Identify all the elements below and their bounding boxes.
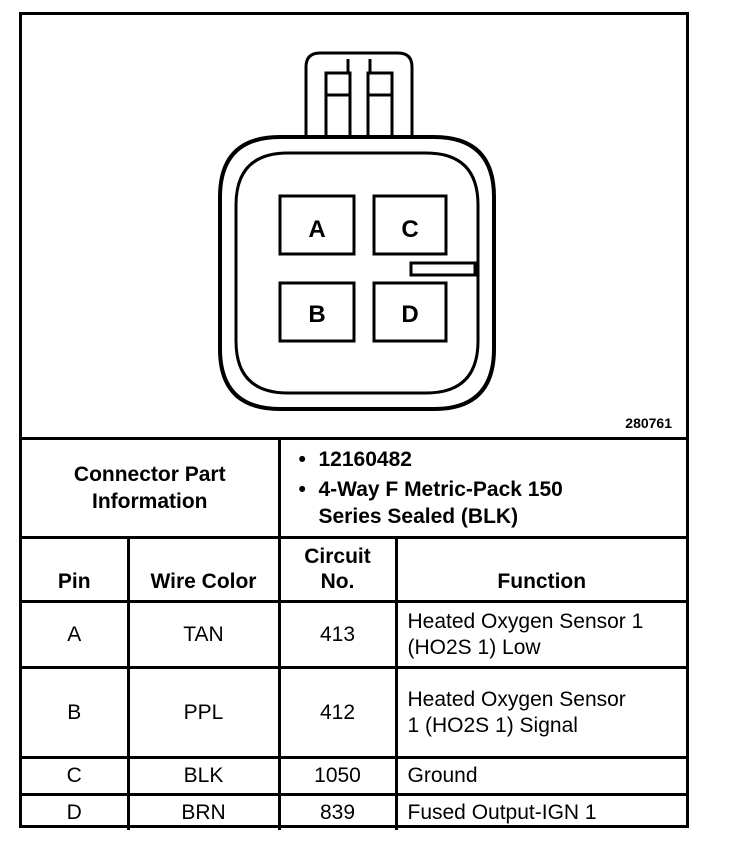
pin-label-d: D bbox=[401, 301, 418, 328]
table-header-row: Pin Wire Color Circuit No. Function bbox=[22, 536, 686, 603]
pin-cavity-c: C bbox=[372, 194, 448, 256]
pin-label-a: A bbox=[308, 216, 325, 243]
cell-pin: C bbox=[22, 756, 130, 796]
cell-circuit-no: 412 bbox=[277, 666, 398, 759]
connector-key-slot bbox=[409, 261, 477, 277]
pin-cavity-b: B bbox=[278, 281, 356, 343]
cell-circuit-no: 839 bbox=[277, 793, 398, 830]
connector-info-row: Connector Part Information 12160482 4-Wa… bbox=[22, 437, 687, 539]
cell-pin: D bbox=[22, 793, 130, 830]
table-row: D BRN 839 Fused Output-IGN 1 bbox=[22, 793, 686, 830]
pin-cavity-a: A bbox=[278, 194, 356, 256]
cell-wire-color: BRN bbox=[126, 793, 281, 830]
connector-part-description: 4-Way F Metric-Pack 150 Series Sealed (B… bbox=[299, 476, 609, 530]
connector-pin-table: Connector Part Information 12160482 4-Wa… bbox=[22, 437, 686, 830]
cell-wire-color: TAN bbox=[126, 600, 281, 669]
pin-cavity-d: D bbox=[372, 281, 448, 343]
cell-function: Heated Oxygen Sensor 1 (HO2S 1) Low bbox=[394, 600, 686, 669]
connector-part-info-label: Connector Part Information bbox=[22, 437, 281, 539]
pin-label-b: B bbox=[308, 301, 325, 328]
cell-function: Heated Oxygen Sensor 1 (HO2S 1) Signal bbox=[394, 666, 686, 759]
cell-wire-color: BLK bbox=[126, 756, 281, 796]
table-row: B PPL 412 Heated Oxygen Sensor 1 (HO2S 1… bbox=[22, 666, 686, 759]
table-row: C BLK 1050 Ground bbox=[22, 756, 686, 796]
header-pin: Pin bbox=[22, 536, 130, 603]
connector-latch bbox=[304, 51, 414, 139]
cell-circuit-no: 413 bbox=[277, 600, 398, 669]
header-wire-color: Wire Color bbox=[126, 536, 281, 603]
cell-circuit-no: 1050 bbox=[277, 756, 398, 796]
connector-drawing: A C B D bbox=[218, 51, 496, 411]
connector-diagram: A C B D 280761 bbox=[22, 15, 686, 437]
header-function: Function bbox=[394, 536, 686, 603]
table-row: A TAN 413 Heated Oxygen Sensor 1 (HO2S 1… bbox=[22, 600, 686, 669]
connector-part-info-list: 12160482 4-Way F Metric-Pack 150 Series … bbox=[277, 437, 687, 539]
diagram-reference-number: 280761 bbox=[625, 415, 672, 431]
cell-function: Fused Output-IGN 1 bbox=[394, 793, 686, 830]
header-circuit-no: Circuit No. bbox=[277, 536, 398, 603]
cell-pin: A bbox=[22, 600, 130, 669]
cell-pin: B bbox=[22, 666, 130, 759]
connector-sheet: A C B D 280761 Connector P bbox=[19, 12, 689, 830]
cell-wire-color: PPL bbox=[126, 666, 281, 759]
cell-function: Ground bbox=[394, 756, 686, 796]
connector-part-number: 12160482 bbox=[299, 446, 687, 473]
pin-label-c: C bbox=[401, 216, 418, 243]
